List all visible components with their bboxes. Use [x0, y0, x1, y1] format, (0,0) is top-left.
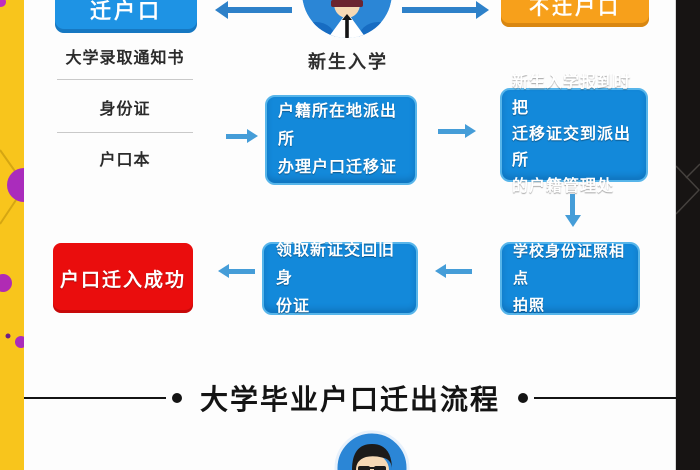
right-decoration-strip [675, 0, 700, 470]
confetti-decoration-icon [0, 0, 41, 470]
section-heading: 大学毕业户口迁出流程 [200, 384, 501, 415]
step-submit-line1: 新生入学报到时把 [512, 74, 632, 117]
heading-rule-right [534, 396, 677, 400]
step-photo-line1: 学校身份证照相点 [513, 243, 626, 287]
step-police-line2: 办理户口迁移证 [278, 159, 398, 176]
step-photo-line2: 拍照 [513, 297, 546, 314]
section-heading-row: 大学毕业户口迁出流程 [24, 381, 677, 415]
arrow-newid-to-result-icon [218, 264, 255, 278]
document-id-card: 身份证 [99, 101, 151, 118]
arrow-submit-to-photo-icon [564, 194, 581, 227]
arrow-photo-to-newid-icon [435, 264, 472, 278]
step-newid-line1: 领取新证交回旧身 [276, 241, 396, 287]
heading-rule-left [24, 396, 166, 400]
keep-hukou-label: 不迁户口 [529, 0, 621, 19]
heading-dot-right [518, 393, 529, 403]
step-police-line1: 户籍所在地派出所 [278, 103, 398, 148]
step-newid-line2: 份证 [276, 297, 311, 315]
arrow-docs-to-police-icon [226, 129, 258, 143]
left-decoration-strip [0, 0, 41, 470]
step-new-id-box: 领取新证交回旧身 份证 [262, 242, 418, 315]
arrow-to-migrate-icon [215, 1, 292, 19]
dark-chevron-decoration-icon [675, 0, 700, 470]
migrate-hukou-button: 迁户口 [55, 0, 197, 33]
arrow-police-to-submit-icon [438, 124, 476, 138]
keep-hukou-button: 不迁户口 [501, 0, 649, 27]
arrow-to-keep-icon [402, 1, 489, 19]
freshman-avatar [302, 0, 392, 38]
freshman-label: 新生入学 [308, 52, 388, 72]
step-photo-box: 学校身份证照相点 拍照 [500, 242, 640, 315]
step-police-station-box: 户籍所在地派出所 办理户口迁移证 [265, 95, 417, 185]
result-success-box: 户口迁入成功 [53, 243, 193, 313]
list-divider [57, 79, 193, 80]
step-submit-line3: 的户籍管理处 [512, 178, 615, 195]
graduate-avatar [334, 430, 410, 470]
step-submit-certificate-box: 新生入学报到时把 迁移证交到派出所 的户籍管理处 [500, 74, 648, 195]
result-success-label: 户口迁入成功 [59, 269, 186, 291]
list-divider [57, 132, 193, 133]
document-admission-notice: 大学录取通知书 [65, 50, 185, 67]
document-hukou-book: 户口本 [99, 152, 151, 169]
migrate-hukou-label: 迁户口 [90, 0, 162, 23]
heading-dot-left [172, 393, 182, 403]
student-face-icon [302, 0, 392, 38]
graduate-face-icon [334, 430, 410, 470]
step-submit-line2: 迁移证交到派出所 [512, 126, 632, 169]
